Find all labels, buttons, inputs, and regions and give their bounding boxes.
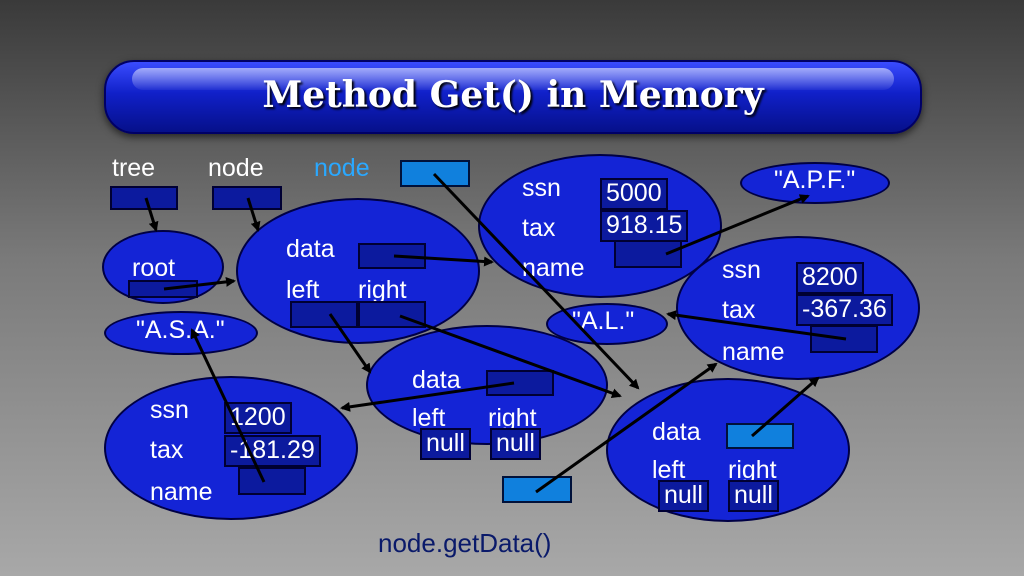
record-5000-name-box [614,240,682,268]
arrow-root-to-top [163,276,236,291]
arrow-1200-name-to-asa [190,328,266,483]
string-apf [740,162,890,204]
node-right-right-label: right [728,456,777,484]
record-8200-name-label: name [722,338,785,366]
node-left-data-label: data [412,366,461,394]
title-shine [132,68,894,90]
arrow-top-left-to-leftnode [328,313,372,374]
node-left-data-box [486,370,554,396]
record-5000-tax-value: 918.15 [600,210,689,242]
record-1200-ssn-value: 1200 [224,402,292,434]
node-right-left-label: left [652,456,686,484]
node-reference-box [212,186,282,210]
arrow-getdata-to-8200 [535,362,718,494]
node-left-left-null: null [420,428,471,460]
record-5000-ssn-value: 5000 [600,178,668,210]
record-1200-name-box [238,467,306,495]
arrow-top-data-to-5000 [393,254,494,267]
tree-label: tree [112,154,156,182]
node-right-data-label: data [652,418,701,446]
arrow-5000-name-to-apf [665,194,810,256]
arrow-top-right-to-rightnode [399,314,622,398]
arrow-node-to-top [246,197,261,232]
node-left-left-label: left [412,404,446,432]
caption-getdata: node.getData() [378,528,552,558]
string-al [546,303,668,345]
tree-reference-box [110,186,178,210]
arrow-leftnode-data-to-1200 [340,381,515,412]
root-pointer-box [128,280,198,298]
node-left-right-label: right [488,404,537,432]
arrow-8200-name-to-al [666,310,847,341]
string-asa-text: "A.S.A." [136,316,225,344]
node-top-left-box [290,301,358,328]
record-1200-ssn-label: ssn [150,396,189,424]
node-top-right-label: right [358,276,407,304]
record-8200-tax-value: -367.36 [796,294,893,326]
node-top-left-label: left [286,276,320,304]
node-right-left-null: null [658,480,709,512]
node-top-data-label: data [286,235,335,263]
arrow-node-highlight-to-rightnode [432,172,640,390]
page-title: Method Get() in Memory [262,74,764,116]
node-top-right-box [358,301,426,328]
string-asa [104,311,258,355]
node-right-right-null: null [728,480,779,512]
record-1200-name-label: name [150,478,213,506]
root-label: root [132,254,176,282]
record-8200-ssn-value: 8200 [796,262,864,294]
arrow-rightnode-data-to-8200 [751,376,820,438]
title-banner: Method Get() in Memory [104,60,922,134]
record-5000-tax-label: tax [522,214,556,242]
arrow-tree-to-root [144,197,159,232]
node-label: node [208,154,264,182]
record-1200-tax-value: -181.29 [224,435,321,467]
record-8200-ssn-label: ssn [722,256,761,284]
string-apf-text: "A.P.F." [774,166,856,194]
record-8200-tax-label: tax [722,296,756,324]
record-1200-tax-label: tax [150,436,184,464]
node-highlight-label: node [314,154,370,182]
node-left-right-null: null [490,428,541,460]
record-5000-ssn-label: ssn [522,174,561,202]
